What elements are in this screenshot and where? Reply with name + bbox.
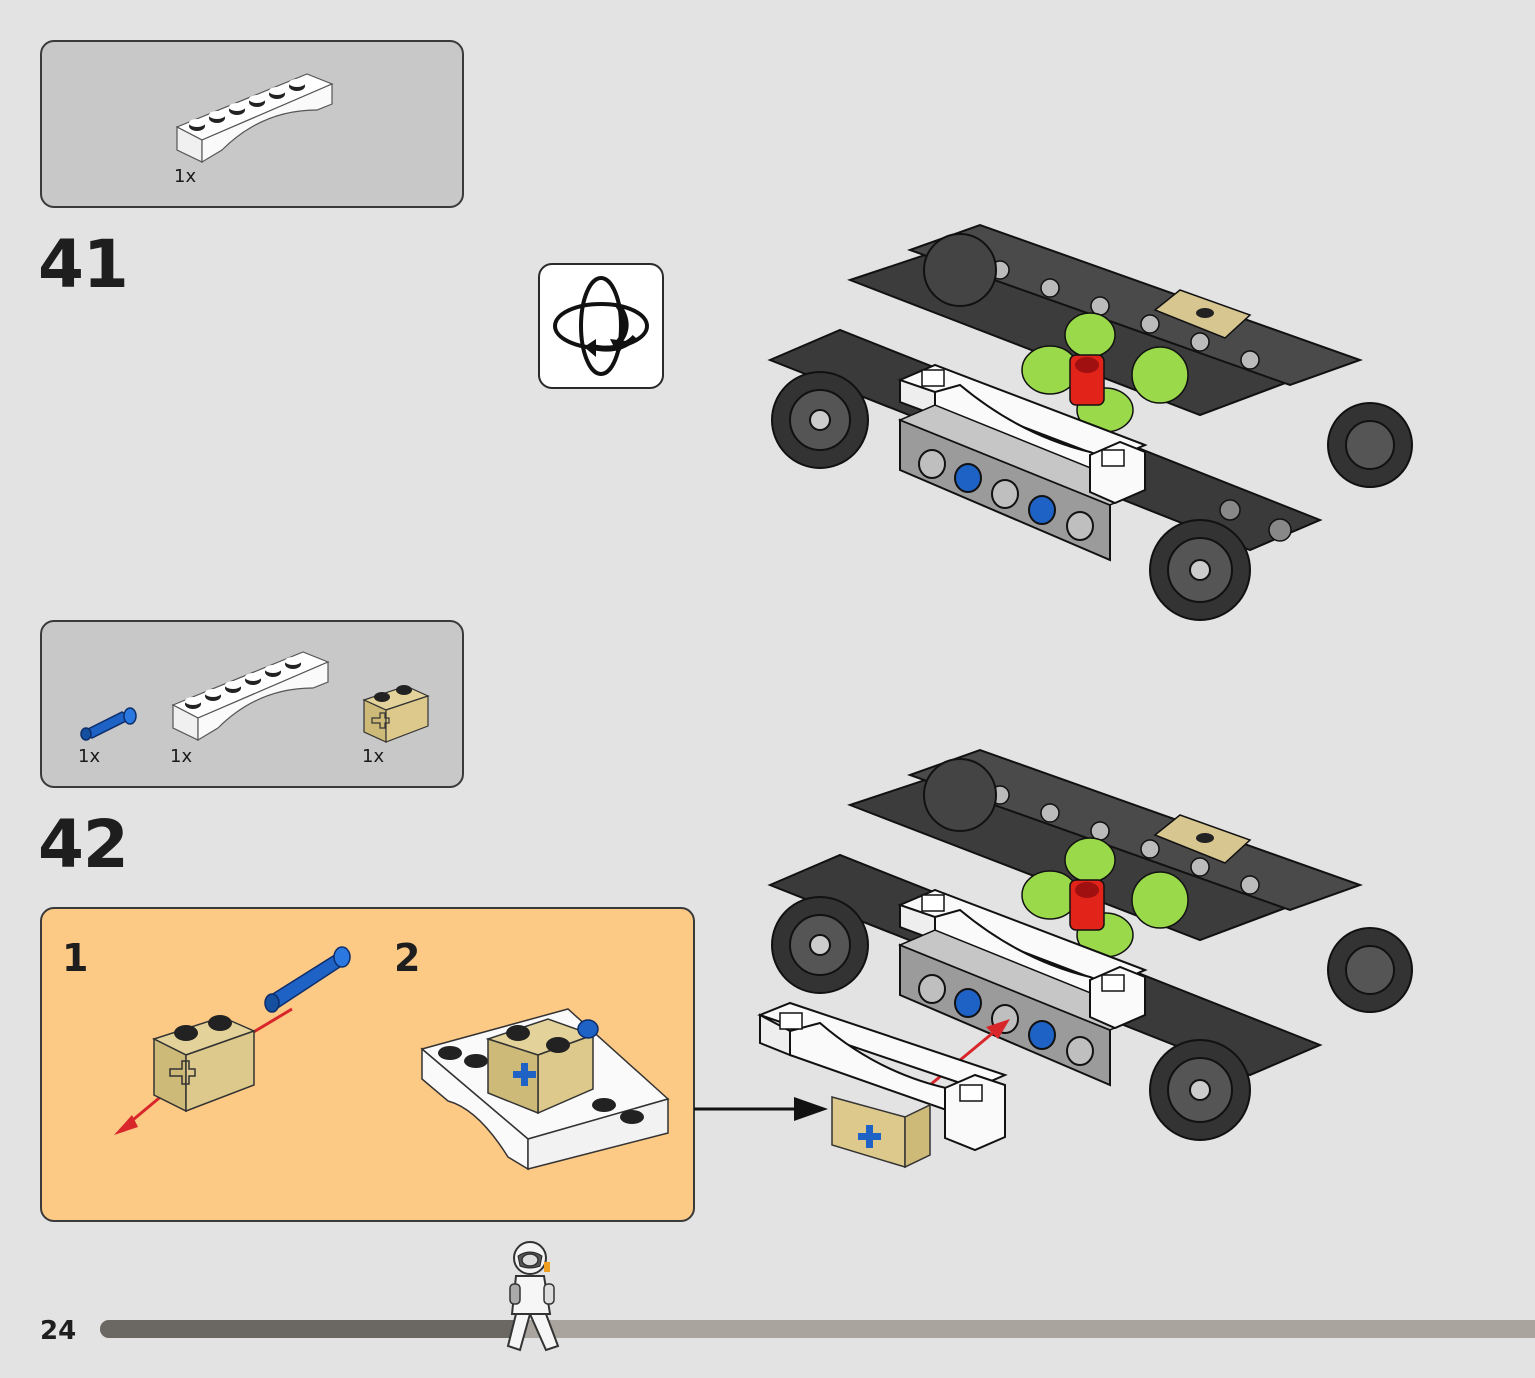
minifigure-icon: [506, 1241, 560, 1352]
step-number-42: 42: [38, 806, 129, 883]
parts-box-step-42: 1x 1x 1x: [40, 620, 464, 788]
part-qty: 1x: [362, 746, 385, 767]
blue-axle-pin-part: [80, 707, 137, 741]
part-qty: 1x: [174, 166, 197, 187]
white-arch-brick-part: [175, 73, 334, 164]
rotate-model-icon: [538, 263, 664, 389]
page-number: 24: [40, 1316, 77, 1346]
part-qty: 1x: [78, 746, 101, 767]
substep-number-2: 2: [394, 936, 421, 980]
callout-arrow: [694, 1097, 828, 1121]
part-qty: 1x: [170, 746, 193, 767]
substep-1-illustration: [114, 946, 351, 1135]
model-step-41: [767, 223, 1413, 621]
tan-technic-brick-part: [362, 685, 430, 743]
subassembly-box: 1 2: [40, 907, 695, 1222]
substep-2-illustration: [420, 1008, 670, 1171]
progress-bar: [100, 1320, 1535, 1338]
white-arch-brick-part: [171, 651, 330, 742]
substep-number-1: 1: [62, 936, 89, 980]
model-step-42: [757, 748, 1413, 1169]
step-number-41: 41: [38, 226, 129, 303]
progress-bar-fill: [100, 1320, 517, 1338]
parts-box-step-41: 1x: [40, 40, 464, 208]
